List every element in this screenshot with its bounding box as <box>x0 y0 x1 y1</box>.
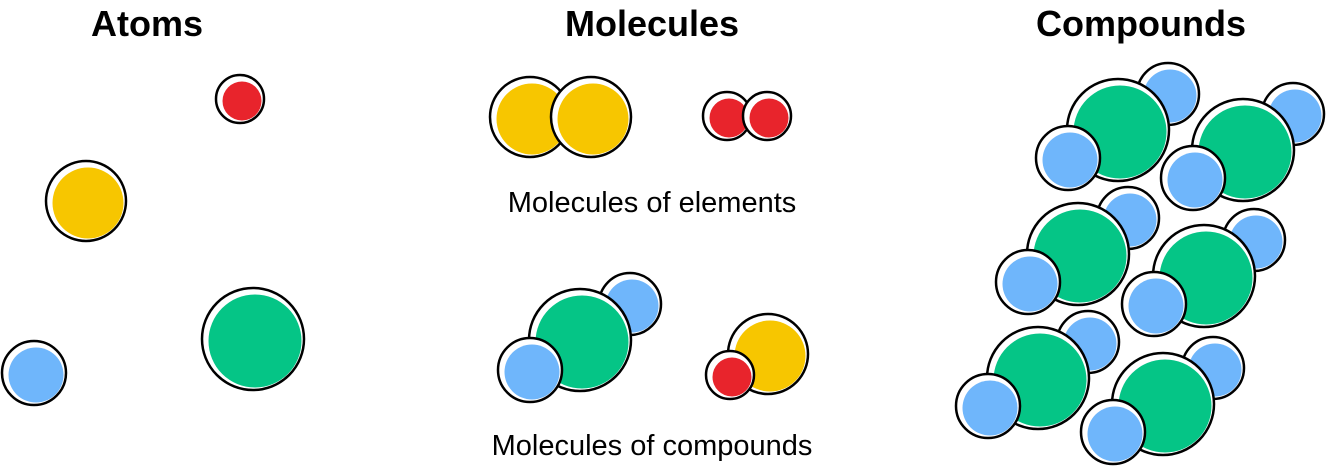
green-atom <box>200 286 306 392</box>
red-atom <box>741 90 793 142</box>
atoms-title: Atoms <box>91 3 203 44</box>
molecules-group <box>488 75 810 404</box>
molecules-title: Molecules <box>565 3 739 44</box>
blue-atom <box>0 339 68 407</box>
blue-atom <box>1159 144 1227 212</box>
blue-atom <box>1120 270 1188 338</box>
compounds-group <box>954 61 1326 466</box>
yellow-atom <box>488 75 572 159</box>
blue-atom <box>1034 124 1102 192</box>
yellow-atom <box>44 159 128 243</box>
red-atom <box>214 73 266 125</box>
blue-atom <box>994 248 1062 316</box>
blue-atom <box>496 336 564 404</box>
molecules-of-elements-caption: Molecules of elements <box>508 187 797 219</box>
blue-atom <box>954 372 1022 440</box>
red-atom <box>704 349 756 401</box>
blue-atom <box>1079 398 1147 466</box>
compounds-title: Compounds <box>1036 3 1246 44</box>
yellow-atom <box>549 75 633 159</box>
molecules-of-compounds-caption: Molecules of compounds <box>492 430 813 462</box>
atoms-group <box>0 73 306 407</box>
